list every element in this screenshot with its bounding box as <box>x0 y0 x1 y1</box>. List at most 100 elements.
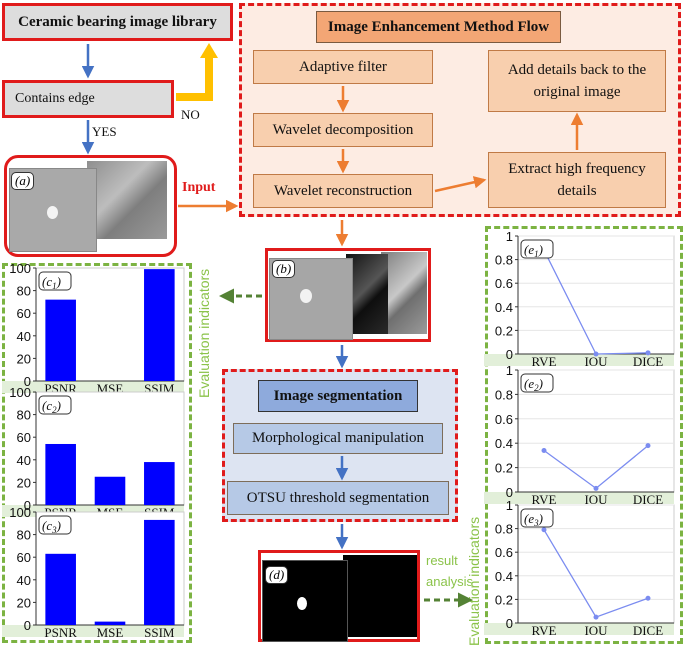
chart-3-category-label: MSE <box>97 625 124 640</box>
step-wavelet-decomposition: Wavelet decomposition <box>253 113 433 147</box>
chart-2-ytick-label: 20 <box>17 475 31 490</box>
chart-4-category-label: IOU <box>584 354 608 369</box>
image-library-box: Ceramic bearing image library <box>2 3 233 41</box>
chart-3-bar <box>94 621 126 625</box>
chart-3 <box>2 511 185 637</box>
right-charts-container <box>485 226 683 644</box>
chart-6-label-box <box>520 508 554 528</box>
chart-6-ytick-label: 0 <box>506 616 513 631</box>
chart-1-label-box <box>38 271 72 291</box>
chart-4-label: (e1) <box>524 242 543 259</box>
step-extract-high-frequency: Extract high frequency details <box>488 152 666 208</box>
chart-6-ytick-label: 0.2 <box>495 592 513 607</box>
chart-6-label: (e3) <box>524 511 543 528</box>
chart-5-category-label: DICE <box>633 492 663 507</box>
chart-4-point <box>593 351 599 357</box>
panel-b-label: (b) <box>272 260 296 278</box>
segmentation-title: Image segmentation <box>273 387 403 404</box>
step-adaptive-filter: Adaptive filter <box>253 50 433 84</box>
chart-4-ytick-label: 0.2 <box>495 323 513 338</box>
chart-2-ytick-label: 100 <box>9 385 31 400</box>
chart-4-ytick-label: 1 <box>506 229 513 244</box>
panel-a-input-images: (a) <box>4 155 177 257</box>
chart-5-category-band <box>484 492 674 504</box>
enhancement-title-box: Image Enhancement Method Flow <box>316 11 561 43</box>
chart-2-bar <box>45 443 76 505</box>
arrow-recon-to-extract <box>434 176 487 193</box>
chart-3-label-box <box>38 515 72 535</box>
chart-4-label-box <box>520 239 554 259</box>
chart-1-ytick-label: 80 <box>17 284 31 299</box>
arrow-no-path <box>176 55 213 101</box>
chart-1-category-band <box>2 381 184 393</box>
chart-3-ytick-label: 100 <box>9 505 31 520</box>
chart-3-ytick-label: 80 <box>17 528 31 543</box>
image-library-title: Ceramic bearing image library <box>18 13 217 30</box>
chart-4-category-label: DICE <box>633 354 663 369</box>
step-wavelet-reconstruction: Wavelet reconstruction <box>253 174 433 208</box>
chart-4-ytick-label: 0.4 <box>495 300 513 315</box>
chart-6-category-band <box>484 623 674 635</box>
chart-3-ytick-label: 0 <box>24 618 31 633</box>
chart-5-ytick-label: 0.8 <box>495 387 513 402</box>
input-label: Input <box>182 180 216 195</box>
no-label: NO <box>181 107 200 122</box>
chart-2-ytick-label: 80 <box>17 408 31 423</box>
chart-6-category-label: IOU <box>584 623 608 638</box>
chart-6-ytick-label: 0.6 <box>495 545 513 560</box>
panel-a-label: (a) <box>11 172 35 190</box>
chart-5-ytick-label: 0.6 <box>495 412 513 427</box>
chart-6-category-label: DICE <box>633 623 663 638</box>
chart-6-ytick-label: 0.4 <box>495 569 513 584</box>
chart-4-ytick-label: 0 <box>506 347 513 362</box>
chart-4-ytick-label: 0.8 <box>495 253 513 268</box>
chart-6-point <box>645 595 651 601</box>
chart-5-category-label: RVE <box>532 492 557 507</box>
enhancement-title: Image Enhancement Method Flow <box>327 18 550 35</box>
chart-1-bar <box>144 269 175 381</box>
chart-4-category-band <box>484 354 674 366</box>
contains-edge-box: Contains edge <box>2 80 174 118</box>
panel-d-segmented-images: (d) <box>258 550 420 642</box>
panel-b-image-front <box>270 259 352 339</box>
chart-3-category-label: SSIM <box>144 625 175 640</box>
chart-1-ytick-label: 0 <box>24 374 31 389</box>
panel-b-image-mid <box>346 254 388 334</box>
step-morphological-manipulation: Morphological manipulation <box>233 423 443 454</box>
chart-5-ytick-label: 0 <box>506 485 513 500</box>
chart-1-ytick-label: 40 <box>17 329 31 344</box>
chart-5-point <box>541 448 547 454</box>
chart-1-label: (c1) <box>42 274 61 291</box>
chart-2-ytick-label: 40 <box>17 453 31 468</box>
chart-5-ytick-label: 0.2 <box>495 461 513 476</box>
panel-b-enhanced-images: (b) <box>265 248 431 342</box>
chart-5-category-label: IOU <box>584 492 608 507</box>
chart-1-bar <box>45 299 76 381</box>
chart-5-point <box>645 443 651 449</box>
chart-6 <box>484 504 675 635</box>
contains-edge-label: Contains edge <box>15 91 95 106</box>
step-otsu-threshold: OTSU threshold segmentation <box>227 481 449 515</box>
segmentation-title-box: Image segmentation <box>258 380 418 412</box>
chart-3-category-band <box>2 625 184 637</box>
chart-2-ytick-label: 60 <box>17 430 31 445</box>
panel-d-image-back <box>343 555 417 637</box>
chart-1-ytick-label: 100 <box>9 261 31 276</box>
result-label: result <box>426 553 458 568</box>
chart-5-point <box>593 485 599 491</box>
chart-1-ytick-label: 60 <box>17 306 31 321</box>
chart-2-bar <box>94 476 126 505</box>
chart-3-bar <box>45 553 76 625</box>
panel-b-image-back <box>381 252 427 334</box>
chart-3-ytick-label: 40 <box>17 573 31 588</box>
step-add-details-back: Add details back to the original image <box>488 50 666 112</box>
chart-1-ytick-label: 20 <box>17 351 31 366</box>
chart-6-ytick-label: 0.8 <box>495 522 513 537</box>
panel-a-image-back <box>87 161 167 239</box>
chart-3-bar <box>144 519 175 625</box>
yes-label: YES <box>92 124 117 139</box>
chart-5-ytick-label: 1 <box>506 363 513 378</box>
chart-3-label: (c3) <box>42 518 61 535</box>
chart-4 <box>484 235 675 366</box>
